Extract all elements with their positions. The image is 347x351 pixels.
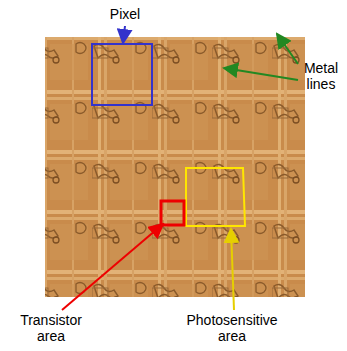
metal-lines-label: Metal lines	[298, 60, 344, 92]
pixel-label: Pixel	[100, 6, 150, 22]
transistor-area-label: Transistor area	[10, 312, 92, 344]
photosensitive-area-label: Photosensitive area	[176, 312, 288, 344]
